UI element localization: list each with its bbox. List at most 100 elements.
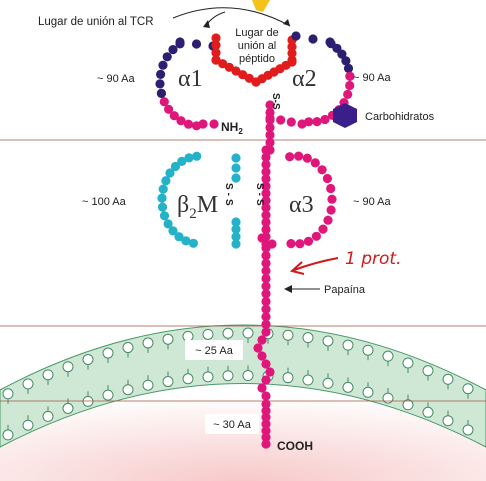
amino-acid-bead xyxy=(341,56,351,66)
amino-acid-bead xyxy=(265,100,275,110)
lipid-head xyxy=(242,327,254,339)
tcr-site-label: Lugar de unión al TCR xyxy=(38,16,154,28)
amino-acid-bead xyxy=(261,296,271,307)
handwritten-note: 1 prot. xyxy=(345,249,401,269)
amino-acid-bead xyxy=(261,281,271,291)
amino-acid-bead xyxy=(244,73,254,83)
aa-b2m-label: ~ 100 Aa xyxy=(82,196,127,208)
lipid-head xyxy=(42,410,54,422)
amino-acid-bead xyxy=(261,232,271,242)
alpha2-domain-label: α2 xyxy=(292,66,317,92)
amino-acid-bead xyxy=(231,153,241,163)
lipid-head xyxy=(242,370,254,382)
amino-acid-bead xyxy=(188,238,198,248)
lipid-head xyxy=(82,353,94,365)
amino-acid-bead xyxy=(231,239,241,249)
lipid-head xyxy=(222,327,234,339)
amino-acid-bead xyxy=(156,69,166,79)
amino-acid-bead xyxy=(261,412,271,422)
amino-acid-bead xyxy=(158,184,168,194)
cell-membrane xyxy=(0,324,486,448)
amino-acid-bead xyxy=(231,232,241,242)
aa-alpha3-label: ~ 90 Aa xyxy=(353,196,392,208)
amino-acid-bead xyxy=(265,115,275,125)
amino-acid-bead xyxy=(257,383,267,393)
lipid-head xyxy=(342,339,354,351)
amino-acid-bead xyxy=(322,173,332,184)
amino-acid-bead xyxy=(261,145,271,155)
peptide-icon xyxy=(252,0,270,12)
lipid-head xyxy=(382,350,394,362)
amino-acid-bead xyxy=(285,152,295,162)
amino-acid-bead xyxy=(174,232,184,242)
lipid-head xyxy=(2,388,14,400)
aa-tm-box xyxy=(185,340,243,360)
amino-acid-bead xyxy=(155,79,165,89)
amino-acid-bead xyxy=(261,251,271,261)
amino-acid-bead xyxy=(181,236,191,246)
lipid-head xyxy=(302,374,314,386)
lipid-head xyxy=(222,370,234,382)
amino-acid-bead xyxy=(276,115,286,125)
disulfide-b2m-label: S-S xyxy=(223,183,234,209)
amino-acid-bead xyxy=(231,217,241,227)
amino-acid-bead xyxy=(265,137,275,148)
aa-cyto-box xyxy=(205,414,259,434)
amino-acid-bead xyxy=(320,114,330,125)
amino-acid-bead xyxy=(261,439,271,449)
amino-acid-bead xyxy=(345,71,355,81)
amino-acid-bead xyxy=(261,406,271,416)
amino-acid-bead xyxy=(343,89,353,99)
lipid-head xyxy=(402,357,414,369)
amino-acid-bead xyxy=(209,119,219,129)
amino-acid-bead xyxy=(165,168,175,178)
amino-acid-bead xyxy=(261,399,271,409)
amino-acid-bead xyxy=(257,351,267,361)
amino-acid-bead xyxy=(287,48,297,58)
peptide-site-label-1: Lugar de xyxy=(235,27,278,39)
carbohydrates-label: Carbohidratos xyxy=(365,111,435,123)
amino-acid-bead xyxy=(261,319,271,329)
amino-acid-bead xyxy=(261,224,271,235)
amino-acid-bead xyxy=(308,34,318,44)
amino-acid-bead xyxy=(184,153,194,163)
amino-acid-bead xyxy=(257,335,267,345)
amino-acid-bead xyxy=(261,375,271,385)
lipid-head xyxy=(322,335,334,347)
carbohydrate-icon xyxy=(333,103,357,128)
amino-acid-bead xyxy=(261,203,271,213)
amino-acid-bead xyxy=(287,55,297,65)
lipid-head xyxy=(142,337,154,349)
amino-acid-bead xyxy=(261,181,271,191)
amino-acid-beads xyxy=(155,31,355,449)
lipid-head xyxy=(202,371,214,383)
alpha1-domain-label: α1 xyxy=(178,66,203,92)
amino-acid-bead xyxy=(231,163,241,173)
lipid-head xyxy=(62,361,74,373)
amino-acid-bead xyxy=(286,117,296,127)
amino-acid-bead xyxy=(261,258,271,268)
peptide-site-label-2: unión al xyxy=(238,40,277,52)
amino-acid-bead xyxy=(294,151,304,161)
amino-acid-bead xyxy=(265,107,275,118)
lipid-head xyxy=(442,415,454,427)
lipid-head xyxy=(22,419,34,431)
aa-cyto-label: ~ 30 Aa xyxy=(213,419,252,431)
amino-acid-bead xyxy=(261,312,271,322)
nh2-label: NH2 xyxy=(221,120,243,136)
amino-acid-bead xyxy=(192,151,202,161)
amino-acid-bead xyxy=(265,130,275,140)
amino-acid-bead xyxy=(345,80,355,91)
amino-acid-bead xyxy=(261,426,271,436)
aa-alpha1-label: ~ 90 Aa xyxy=(97,73,136,85)
papain-label: Papaína xyxy=(324,284,366,296)
membrane-lipids xyxy=(2,327,474,441)
lipid-head xyxy=(422,365,434,377)
amino-acid-bead xyxy=(261,174,271,184)
cooh-label: COOH xyxy=(277,439,313,453)
lipid-head xyxy=(402,399,414,411)
lipid-head xyxy=(102,389,114,401)
amino-acid-bead xyxy=(265,122,275,133)
